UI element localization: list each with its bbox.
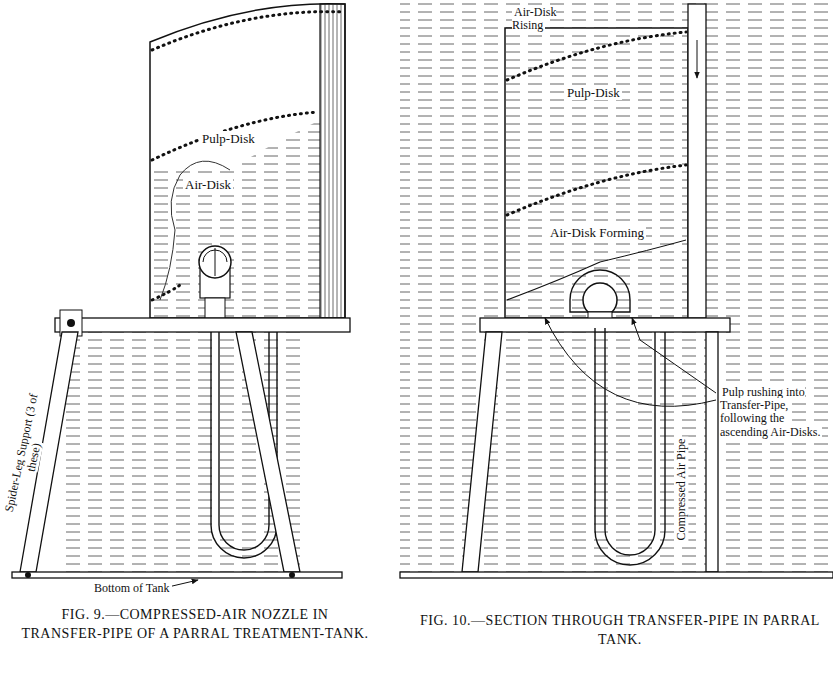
part-label: Pulp-Disk bbox=[200, 132, 257, 146]
figure-caption: FIG. 10.—SECTION THROUGH TRANSFER-PIPE I… bbox=[420, 612, 820, 650]
part-label: Air-Disk bbox=[183, 178, 233, 192]
part-label: Pulp-Disk bbox=[565, 86, 622, 100]
part-label: Air-Disk Rising bbox=[512, 6, 578, 32]
callout-note: Pulp rushing into Transfer-Pipe, followi… bbox=[720, 386, 828, 439]
part-label: Air-Disk Forming bbox=[548, 226, 646, 240]
part-label: Bottom of Tank bbox=[92, 582, 172, 595]
figure-caption: FIG. 9.—COMPRESSED-AIR NOZZLE IN TRANSFE… bbox=[20, 606, 370, 644]
part-label: Compressed Air Pipe bbox=[675, 410, 688, 570]
